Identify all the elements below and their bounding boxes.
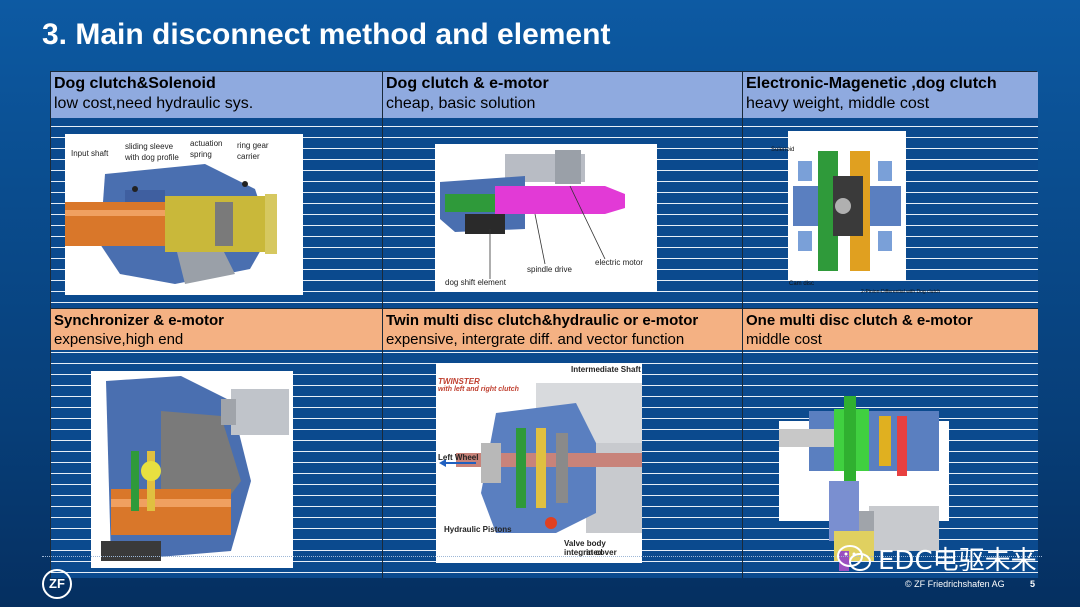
label-cam-disc: Cam disc <box>789 281 815 287</box>
label-intermediate-shaft: Intermediate Shaft <box>571 365 641 374</box>
label-input-shaft: Input shaft <box>71 149 109 158</box>
label-spindle-drive: spindle drive <box>527 265 572 274</box>
label-sliding-sleeve: sliding sleeve <box>125 142 174 151</box>
cell-title: Electronic-Magenetic ,dog clutch <box>746 75 997 92</box>
cell-subtitle: heavy weight, middle cost <box>746 95 930 112</box>
cell-title: One multi disc clutch & e-motor <box>746 312 973 329</box>
cell-subtitle: middle cost <box>746 331 822 348</box>
label-dog-profile: with dog profile <box>125 153 179 162</box>
label-carrier: carrier <box>237 152 260 161</box>
cell-synchronizer-emotor: Synchronizer & e-motor expensive,high en… <box>51 309 383 578</box>
synchronizer-emotor-diagram <box>91 371 293 568</box>
label-in-cover: in cover <box>586 548 617 557</box>
cell-title: Synchronizer & e-motor <box>54 312 225 329</box>
cell-subtitle: expensive,high end <box>54 331 184 348</box>
footer-divider <box>42 556 1042 557</box>
label-dog-shift-element: dog shift element <box>445 278 506 287</box>
cell-dog-clutch-solenoid: Dog clutch&Solenoid low cost,need hydrau… <box>51 72 383 309</box>
label-left-wheel: Left Wheel <box>438 453 479 462</box>
cell-header: Synchronizer & e-motor expensive,high en… <box>51 309 382 350</box>
cell-dog-clutch-emotor: Dog clutch & e-motor cheap, basic soluti… <box>383 72 743 309</box>
watermark: EDC电驱未来 <box>836 540 1037 577</box>
one-multi-disc-clutch-diagram <box>779 381 949 576</box>
label-actuation: actuation <box>190 139 223 148</box>
cell-electromagnetic-dog-clutch: Electronic-Magenetic ,dog clutch heavy w… <box>743 72 1038 309</box>
label-2-pinion-differential: 2-Pinion-Differential with Dog clutch <box>861 289 941 295</box>
cell-header: Dog clutch & e-motor cheap, basic soluti… <box>383 72 742 118</box>
cell-header: Dog clutch&Solenoid low cost,need hydrau… <box>51 72 382 118</box>
label-twinster: TWINSTER <box>438 377 480 386</box>
cell-one-multi-disc-clutch: One multi disc clutch & e-motor middle c… <box>743 309 1038 578</box>
label-ring-gear: ring gear <box>237 141 269 150</box>
cell-twin-multi-disc-clutch: Twin multi disc clutch&hydraulic or e-mo… <box>383 309 743 578</box>
cell-subtitle: expensive, intergrate diff. and vector f… <box>386 331 685 348</box>
label-valve-body: Valve body integrated <box>564 539 606 557</box>
cell-title: Dog clutch&Solenoid <box>54 75 216 92</box>
watermark-text: EDC电驱未来 <box>878 546 1037 576</box>
cell-subtitle: low cost,need hydraulic sys. <box>54 95 254 112</box>
zf-logo: ZF <box>42 569 72 599</box>
twinster-diagram: Intermediate Shaft TWINSTER with left an… <box>436 363 642 563</box>
label-electric-motor: electric motor <box>595 258 644 267</box>
electromagnetic-dog-clutch-diagram <box>788 131 906 281</box>
cell-title: Dog clutch & e-motor <box>386 75 549 92</box>
label-spring: spring <box>190 150 212 159</box>
comparison-table: Dog clutch&Solenoid low cost,need hydrau… <box>50 71 1038 578</box>
cell-title: Twin multi disc clutch&hydraulic or e-mo… <box>386 312 699 329</box>
page-number: 5 <box>1030 579 1036 589</box>
label-solenoid: Solenoid <box>771 147 795 153</box>
cell-header: One multi disc clutch & e-motor middle c… <box>743 309 1038 350</box>
label-hydraulic-pistons: Hydraulic Pistons <box>444 525 512 534</box>
cell-subtitle: cheap, basic solution <box>386 95 536 112</box>
wechat-icon <box>836 544 872 574</box>
copyright: © ZF Friedrichshafen AG <box>905 579 1005 589</box>
dog-clutch-emotor-diagram: electric motor spindle drive dog shift e… <box>435 144 657 292</box>
slide-title: 3. Main disconnect method and element <box>42 18 611 51</box>
cell-header: Twin multi disc clutch&hydraulic or e-mo… <box>383 309 742 350</box>
label-left-right-clutch: with left and right clutch <box>438 386 519 393</box>
dog-clutch-solenoid-diagram: Input shaft sliding sleeve with dog prof… <box>65 134 303 295</box>
cell-header: Electronic-Magenetic ,dog clutch heavy w… <box>743 72 1038 118</box>
